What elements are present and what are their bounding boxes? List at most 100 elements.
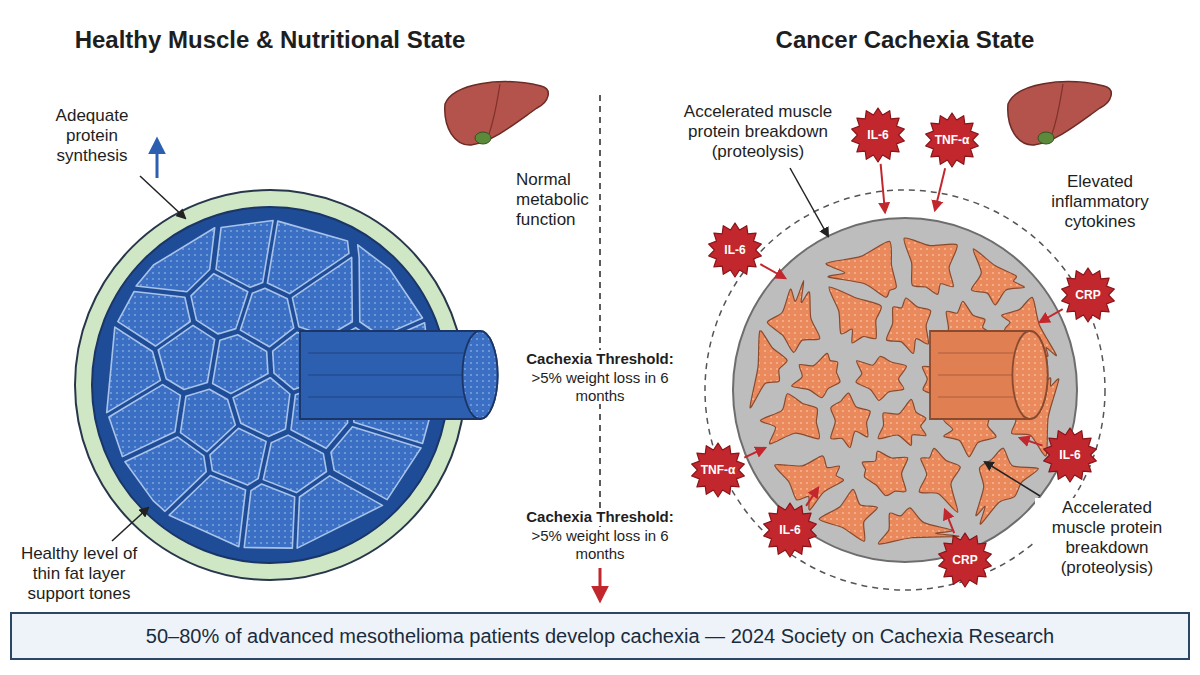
- starburst-outline: [926, 113, 979, 167]
- fiber-stripe: [308, 397, 476, 398]
- fiber-stripe: [308, 353, 476, 354]
- muscle-fascicle: [856, 356, 906, 400]
- callout-label: Accelerated muscle protein breakdown (pr…: [668, 102, 848, 162]
- down-arrow: [599, 568, 602, 600]
- muscle-fascicle: [240, 288, 293, 347]
- cytokine-arrow: [744, 448, 765, 458]
- threshold-note: >5% weight loss in 6 months: [525, 527, 675, 562]
- fiber-end-face: [462, 331, 497, 419]
- muscle-fascicle: [792, 353, 840, 397]
- panel-title: Healthy Muscle & Nutritional State: [2, 26, 538, 54]
- muscle-fascicle: [169, 476, 245, 547]
- callout-label: Adequate protein synthesis: [42, 106, 142, 166]
- threshold-heading: Cachexia Threshold:: [515, 508, 685, 526]
- muscle-fascicle: [191, 274, 248, 334]
- node-text: TNF-α: [935, 133, 970, 147]
- node-text: TNF-α: [701, 463, 736, 477]
- cytokine-badge: IL-6: [707, 222, 763, 278]
- node-text: IL-6: [1059, 448, 1080, 462]
- node-text: IL-6: [779, 523, 800, 537]
- node-text: IL-6: [724, 243, 745, 257]
- muscle-fascicle: [210, 428, 266, 485]
- muscle-fascicle: [878, 399, 926, 445]
- cytokine-arrow: [1040, 309, 1063, 322]
- threshold-heading: Cachexia Threshold:: [515, 350, 685, 368]
- starburst-outline: [709, 223, 762, 277]
- callout-label: Healthy level of thin fat layer support …: [8, 544, 150, 604]
- muscle-fascicle: [976, 448, 1038, 524]
- muscle-fiber-body: [300, 331, 498, 419]
- muscle-fascicle: [216, 220, 273, 287]
- starburst-outline: [939, 533, 992, 587]
- muscle-fascicle: [233, 378, 290, 437]
- leader-line: [140, 176, 185, 218]
- muscle-fascicle: [829, 287, 882, 343]
- muscle-fascicle: [831, 393, 871, 447]
- cytokine-arrow: [1020, 438, 1043, 446]
- callout-label: Elevated inflammatory cytokines: [1040, 172, 1160, 232]
- starburst-outline: [852, 108, 905, 162]
- leader-line: [112, 508, 148, 541]
- up-arrow: [156, 140, 159, 178]
- muscle-fascicle: [971, 249, 1024, 305]
- cytokine-arrow: [881, 164, 885, 212]
- muscle-fascicle: [136, 228, 215, 292]
- cytokine-badge: TNF-α: [690, 442, 746, 498]
- cytokine-badge: CRP: [1060, 267, 1116, 323]
- muscle-fascicle: [358, 245, 423, 336]
- muscle-fascicle: [919, 448, 960, 512]
- leader-group: [112, 140, 1040, 541]
- healthy-muscle: [75, 190, 498, 580]
- liver-lobe-line: [1052, 84, 1063, 134]
- cytokine-arrow: [935, 168, 945, 210]
- muscle-fascicle: [862, 451, 908, 495]
- panel-title: Cancer Cachexia State: [660, 26, 1150, 54]
- cytokine-arrow: [760, 264, 785, 278]
- cytokine-arrows: [744, 164, 1062, 533]
- gallbladder: [475, 132, 491, 144]
- cytokine-badge: TNF-α: [924, 112, 980, 168]
- node-text: CRP: [1075, 288, 1100, 302]
- liver-icon: [1008, 82, 1111, 145]
- starburst-outline: [1062, 268, 1115, 322]
- muscle-fascicle: [878, 508, 958, 544]
- muscle-fascicle: [775, 456, 844, 510]
- leader-line: [790, 168, 828, 236]
- callout-label: Normal metabolic function: [514, 170, 598, 230]
- cytokine-badge: IL-6: [762, 502, 818, 558]
- statistic-banner: 50–80% of advanced mesothelioma patients…: [10, 612, 1190, 660]
- liver-icon: [445, 82, 548, 145]
- starburst-outline: [1044, 428, 1097, 482]
- callout-label: Accelerated muscle protein breakdown (pr…: [1035, 498, 1180, 578]
- node-text: CRP: [952, 553, 977, 567]
- fiber-stripe: [938, 353, 1026, 354]
- threshold-note: >5% weight loss in 6 months: [525, 369, 675, 404]
- muscle-fascicle: [297, 476, 382, 548]
- muscle-fascicle: [158, 325, 214, 389]
- muscle-fascicle: [760, 394, 819, 444]
- fiber-stripe: [938, 397, 1026, 398]
- liver-shape: [445, 82, 548, 145]
- liver-lobe-line: [489, 84, 500, 134]
- liver-shape: [1008, 82, 1111, 145]
- muscle-fiber-body: [930, 331, 1048, 419]
- muscle-fascicle: [904, 238, 957, 294]
- gallbladder: [1038, 132, 1054, 144]
- muscle-fascicle: [244, 484, 294, 548]
- muscle-fascicle: [292, 257, 352, 336]
- leader-line: [985, 462, 1040, 496]
- fiber-stripe: [308, 375, 476, 376]
- muscle-fascicle: [819, 489, 877, 541]
- divider-line: [599, 95, 601, 562]
- muscle-bundle: [733, 218, 1077, 562]
- starburst-outline: [692, 443, 745, 497]
- fiber-end-face: [1012, 331, 1047, 419]
- cytokine-arrow: [806, 488, 818, 506]
- muscle-fascicle: [750, 331, 787, 408]
- muscle-fascicle: [886, 298, 930, 354]
- cytokine-badge: IL-6: [1042, 427, 1098, 483]
- muscle-fascicle: [767, 281, 820, 353]
- node-text: IL-6: [867, 128, 888, 142]
